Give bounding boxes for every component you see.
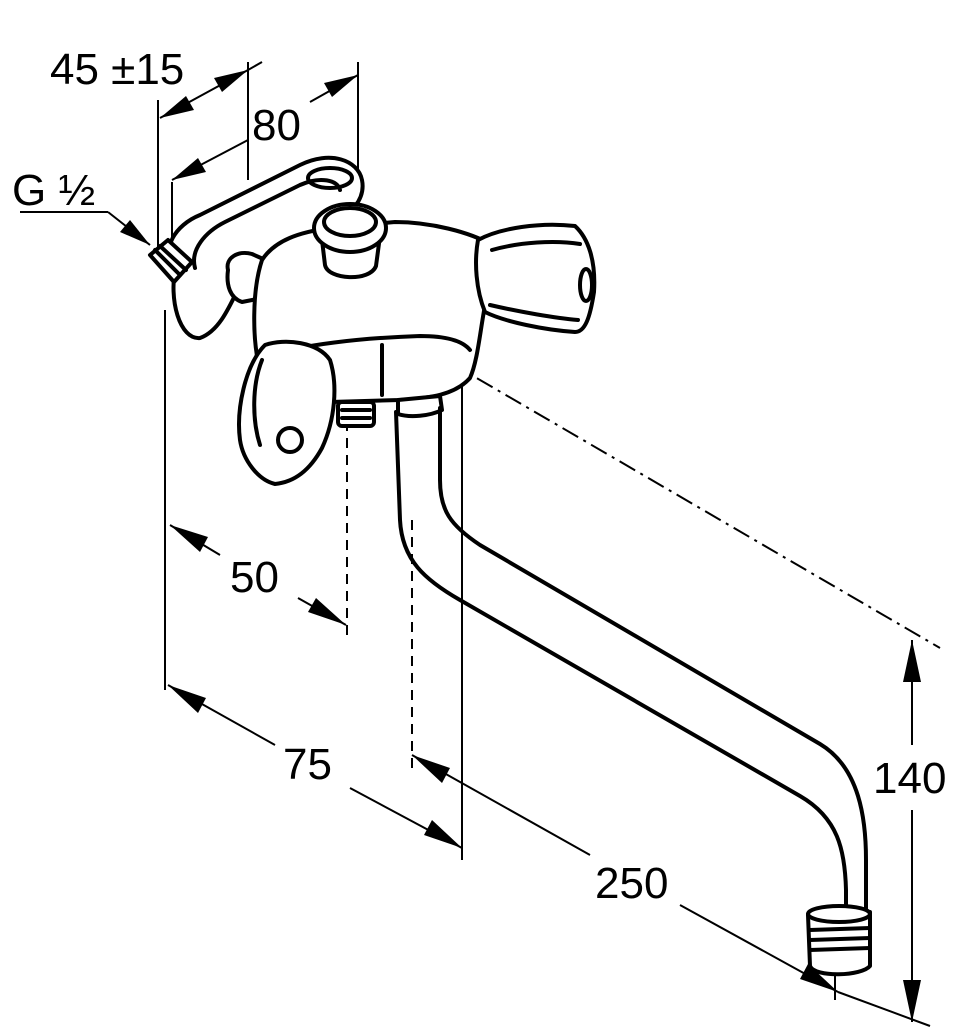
diverter-knob bbox=[312, 202, 388, 280]
faucet-body bbox=[148, 155, 597, 486]
swivel-spout bbox=[394, 406, 872, 977]
label-45: 45 ±15 bbox=[50, 45, 184, 94]
bottom-outlet bbox=[336, 400, 376, 428]
label-140: 140 bbox=[873, 754, 946, 803]
left-handle bbox=[237, 339, 337, 486]
label-50: 50 bbox=[230, 553, 279, 602]
label-250: 250 bbox=[595, 859, 668, 908]
dimension-75 bbox=[167, 684, 463, 849]
dimension-250 bbox=[411, 754, 931, 1027]
label-75: 75 bbox=[283, 740, 332, 789]
dimension-50 bbox=[169, 524, 347, 626]
threaded-connector bbox=[148, 238, 194, 284]
extension-lines bbox=[157, 62, 463, 860]
dimension-80 bbox=[171, 74, 359, 181]
right-handle bbox=[474, 222, 597, 334]
dimension-140 bbox=[903, 640, 921, 1022]
label-80: 80 bbox=[252, 101, 301, 150]
label-thread: G ½ bbox=[12, 166, 95, 215]
dimension-45 bbox=[159, 61, 263, 119]
thread-leader bbox=[20, 211, 151, 246]
aerator bbox=[806, 904, 872, 977]
